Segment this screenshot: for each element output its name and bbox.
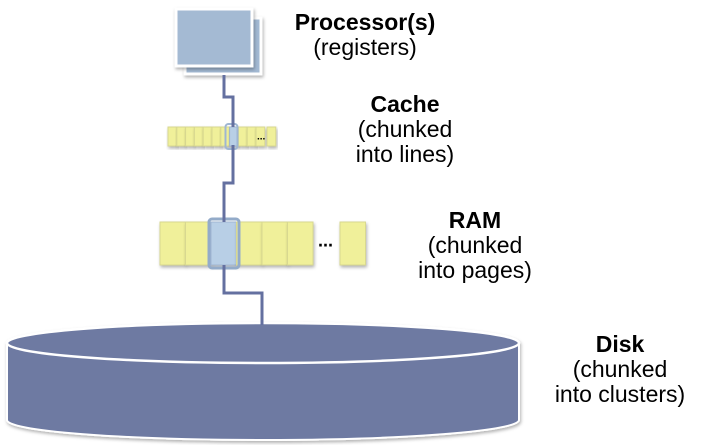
cache-cell [176, 126, 187, 147]
ram-subtitle-line2: into pages) [418, 257, 532, 283]
cache-subtitle-line1: (chunked [357, 116, 453, 142]
ram-cell [159, 221, 186, 266]
connector-ram-disk [222, 265, 264, 325]
connector-line [222, 75, 264, 325]
cache-cell [237, 126, 248, 147]
ram-title: RAM [448, 207, 502, 233]
disk-icon [5, 321, 521, 441]
disk-subtitle-line1: (chunked [572, 356, 668, 382]
cache-cell [246, 126, 257, 147]
connector-cache-ram [222, 145, 235, 222]
ram-ellipsis: ... [318, 231, 333, 251]
ram-last-cell [339, 221, 366, 266]
disk-top [5, 321, 521, 365]
disk-label: Disk (chunked into clusters) [535, 332, 705, 407]
ram-selected-cell [210, 221, 237, 266]
cache-cell [202, 126, 213, 147]
ram-row: ... [159, 217, 366, 270]
cache-cell [167, 126, 178, 147]
cache-row: ... [167, 123, 277, 150]
ram-cell [261, 221, 288, 266]
ram-cell [185, 221, 212, 266]
disk-title: Disk [595, 331, 645, 357]
cache-cell [211, 126, 222, 147]
processor-label: Processor(s) (registers) [290, 10, 440, 60]
processor-subtitle: (registers) [313, 34, 417, 60]
cache-subtitle-line2: into lines) [355, 141, 455, 167]
cache-title: Cache [370, 91, 440, 117]
cache-cell [255, 126, 266, 147]
cache-last-cell [266, 126, 277, 147]
disk-subtitle-line2: into clusters) [554, 381, 686, 407]
ram-subtitle-line1: (chunked [427, 232, 523, 258]
processor-icon [174, 7, 263, 76]
cache-label: Cache (chunked into lines) [340, 92, 470, 167]
cache-ellipsis: ... [257, 132, 266, 143]
ram-label: RAM (chunked into pages) [405, 208, 545, 283]
cache-cell [193, 126, 204, 147]
processor-front-chip [174, 7, 254, 68]
cache-cell [185, 126, 195, 147]
connector-processor-cache [222, 75, 235, 127]
ram-cell [287, 221, 314, 266]
disk-body [6, 342, 520, 441]
processor-title: Processor(s) [294, 9, 436, 35]
